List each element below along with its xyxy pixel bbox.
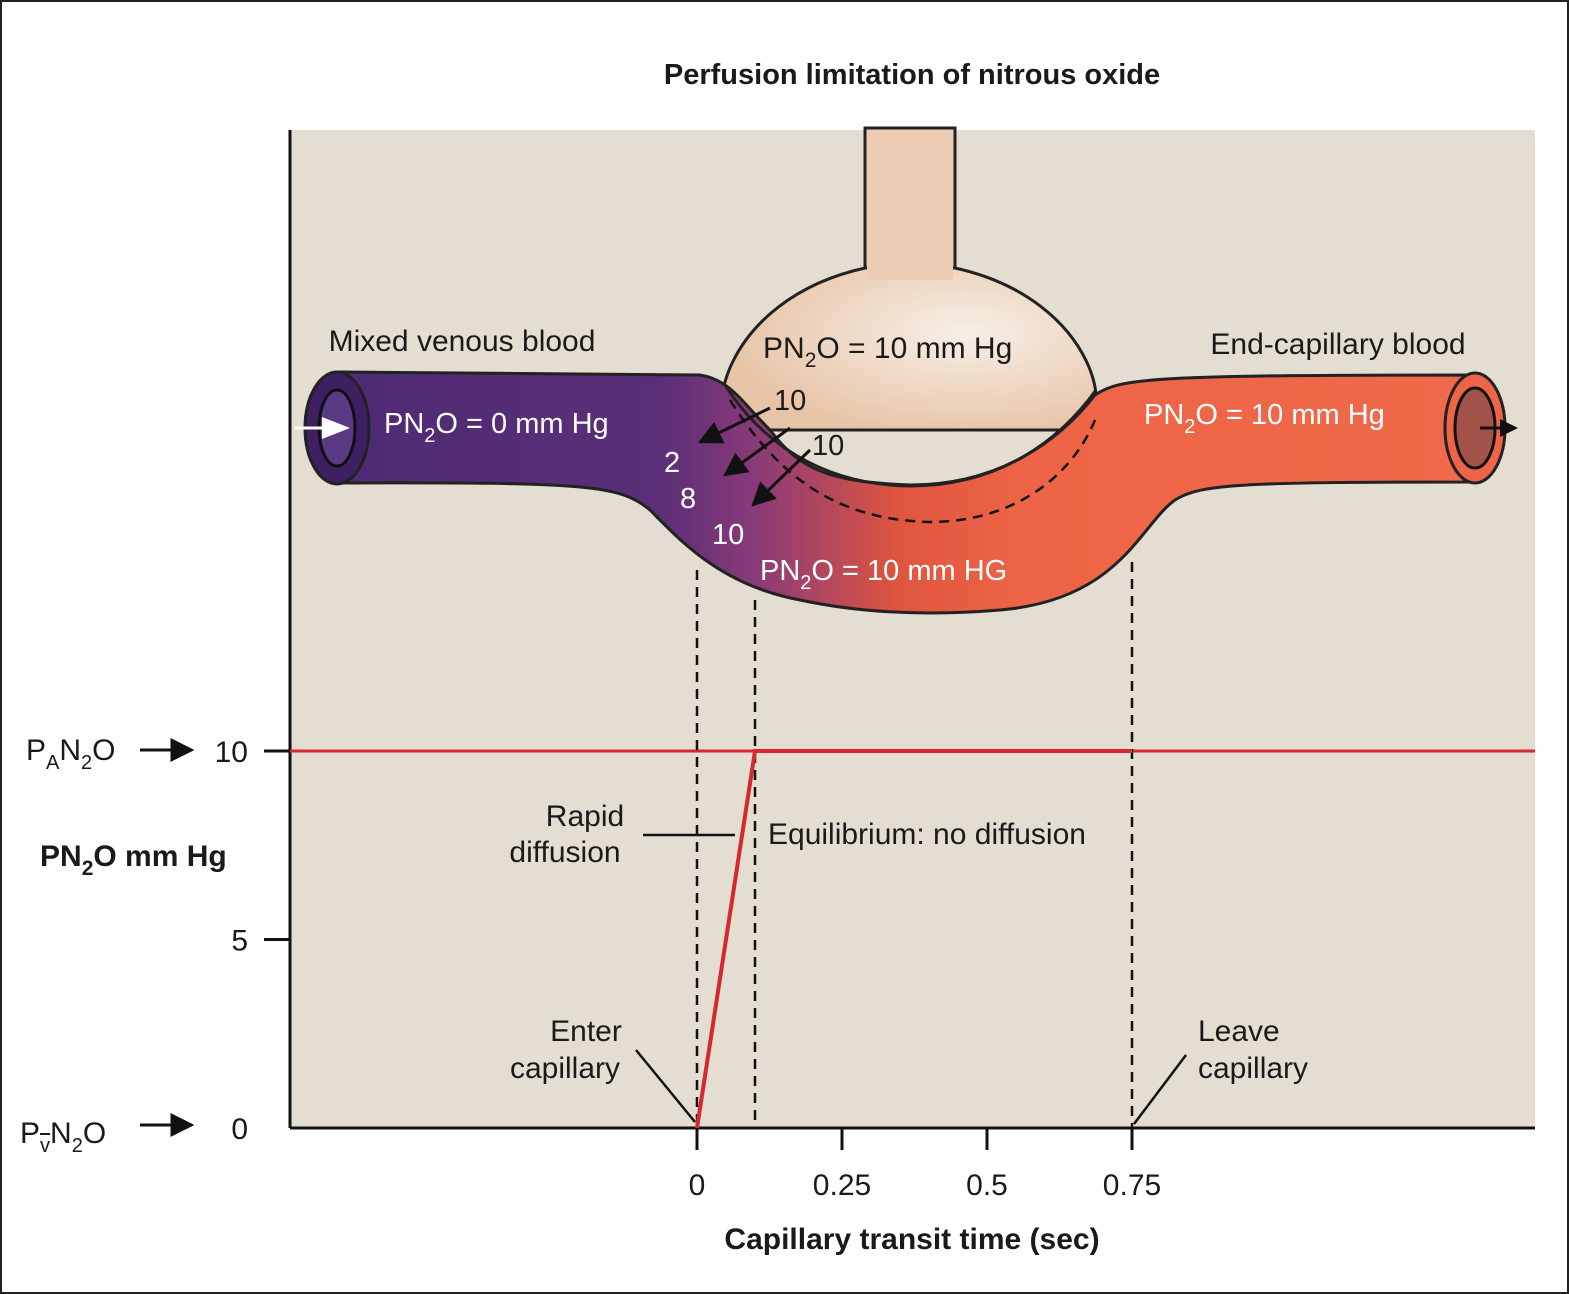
leave-leader (1133, 1054, 1187, 1125)
arterial-outlet (1443, 371, 1518, 485)
diffusion-arrows (697, 406, 812, 507)
end-capillary-label: End-capillary blood (1210, 328, 1465, 361)
enter-label-line2: capillary (510, 1052, 620, 1085)
y-tick-label-0: 0 (231, 1113, 248, 1146)
x-tick-label-1: 0.25 (813, 1169, 871, 1202)
rapid-label-line1: Rapid (546, 800, 624, 833)
rapid-label-line2: diffusion (509, 836, 620, 869)
diffusion-value-8: 8 (680, 483, 696, 515)
enter-label-line1: Enter (550, 1015, 622, 1048)
x-tick-label-2: 0.5 (966, 1169, 1008, 1202)
end-capillary-pressure-label: PN2O = 10 mm Hg (1144, 399, 1385, 438)
pressure-chart: 0 0.25 0.5 0.75 0 5 10 (215, 130, 1535, 1202)
capillary-vessel (338, 370, 1482, 615)
venous-pressure-marker: PvN2O (20, 1117, 106, 1157)
equilibrium-label: Equilibrium: no diffusion (768, 818, 1086, 851)
alveolus-pressure-label: PN2O = 10 mm Hg (763, 332, 1012, 372)
capillary-pressure-series (695, 749, 1132, 1129)
figure-title: Perfusion limitation of nitrous oxide (664, 59, 1160, 91)
y-tick-label-2: 10 (215, 736, 248, 769)
capillary-pressure-label: PN2O = 10 mm HG (760, 555, 1007, 594)
x-axis-label: Capillary transit time (sec) (724, 1223, 1099, 1256)
diffusion-value-top1: 10 (774, 385, 806, 417)
alveolus (720, 126, 1098, 432)
y-axis-label: PN2O mm Hg (40, 840, 227, 880)
x-tick-label-0: 0 (689, 1169, 706, 1202)
mixed-venous-label: Mixed venous blood (329, 325, 596, 358)
diffusion-value-10: 10 (712, 519, 744, 551)
x-tick-label-3: 0.75 (1103, 1169, 1161, 1202)
leave-label-line2: capillary (1198, 1052, 1308, 1085)
enter-leader (635, 1049, 696, 1123)
diffusion-value-2: 2 (664, 447, 680, 479)
diffusion-value-top2: 10 (812, 430, 844, 462)
venous-inlet (295, 370, 371, 486)
y-tick-label-1: 5 (231, 925, 248, 958)
alveolar-pressure-marker: PAN2O (26, 734, 116, 774)
venous-pressure-label: PN2O = 0 mm Hg (384, 408, 609, 447)
leave-label-line1: Leave (1198, 1015, 1280, 1048)
